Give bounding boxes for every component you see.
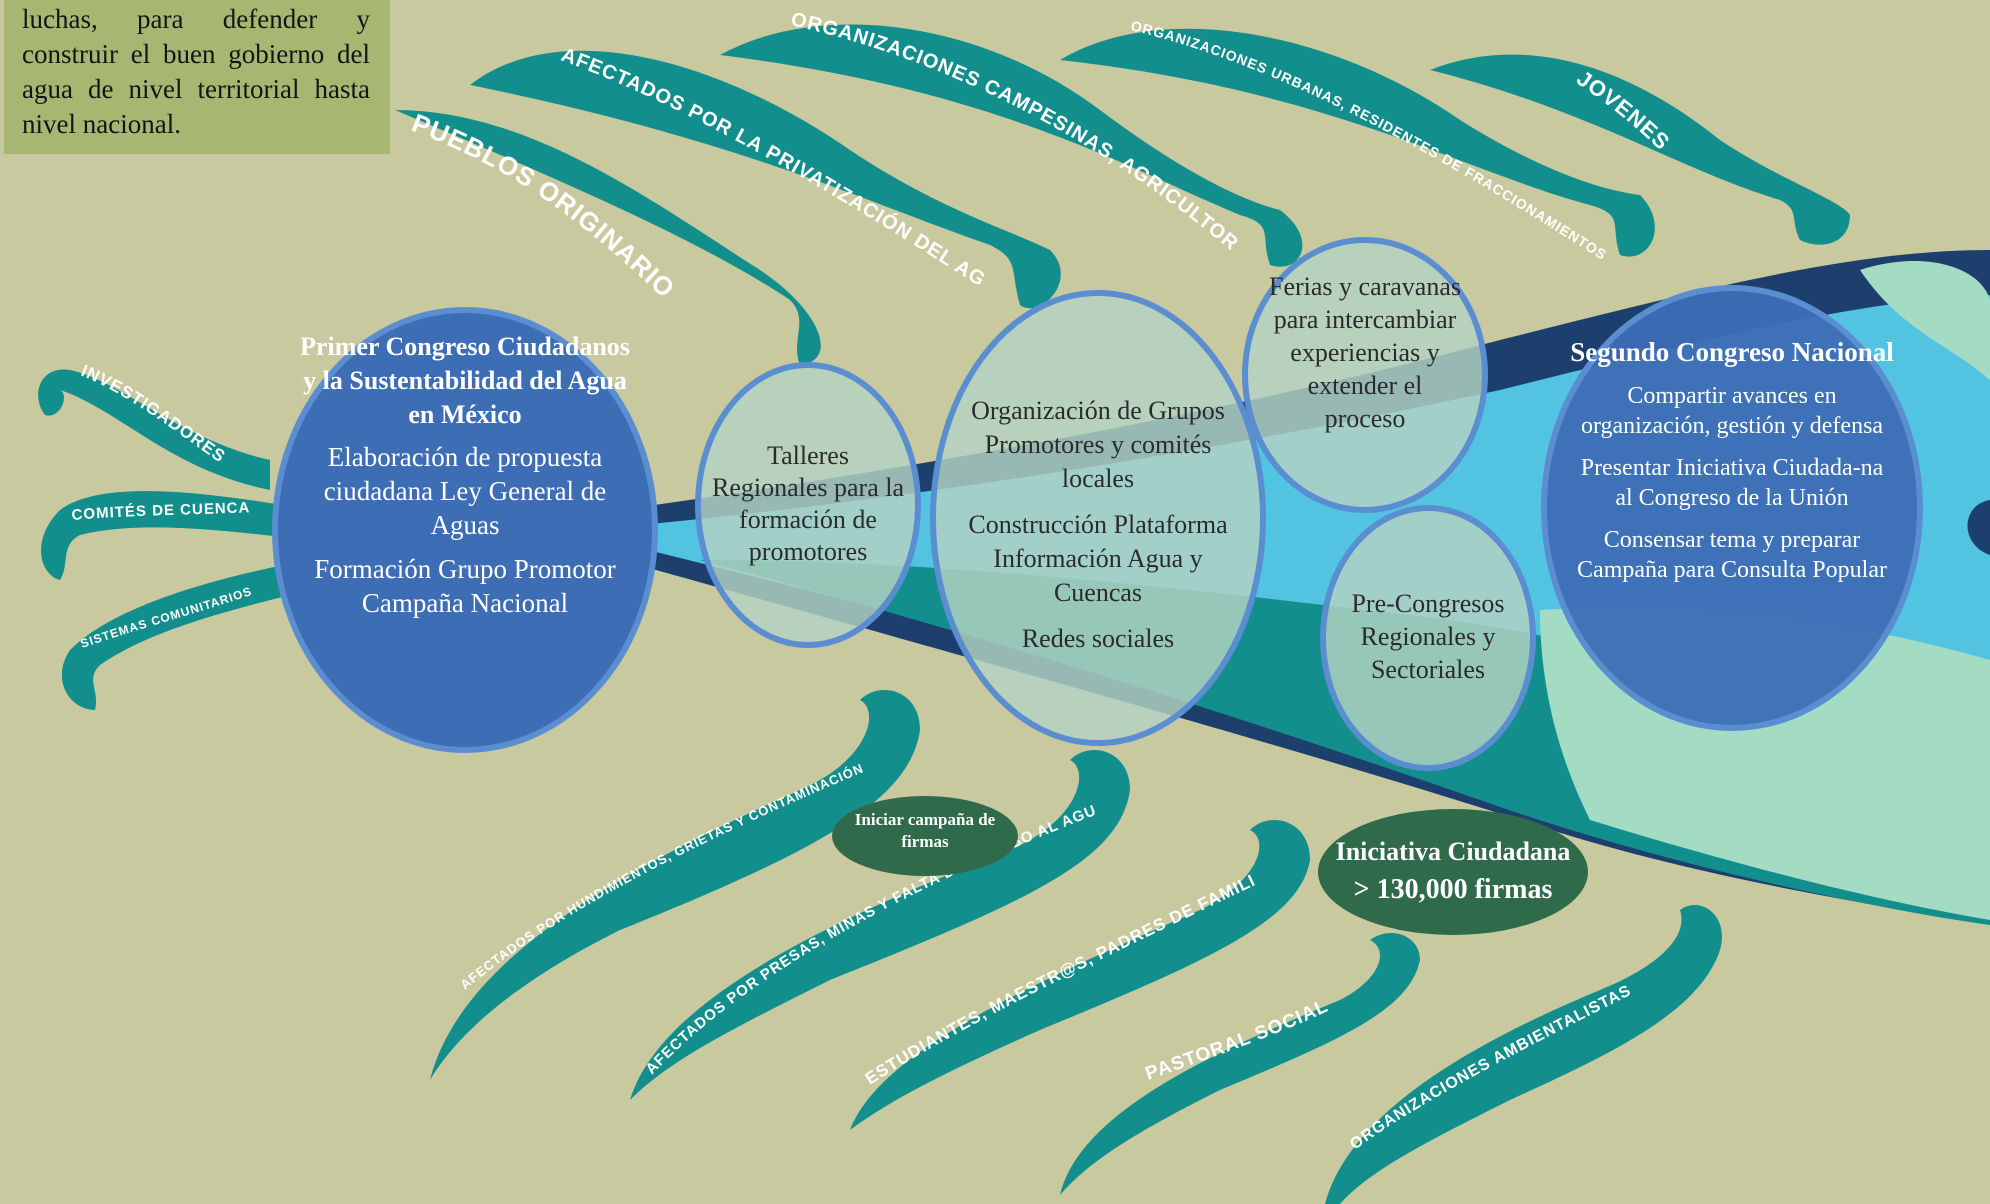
talleres-text: Talleres Regionales para la formación de… [708,440,908,568]
primer-congreso-item-2: Formación Grupo Promotor Campaña Naciona… [314,554,616,618]
talleres-label: Talleres Regionales para la formación de… [711,441,905,566]
swirl-investigadores: INVESTIGADORES [38,361,270,490]
bubble-organizacion [930,290,1266,746]
precongresos-label: Pre-Congresos Regionales y Sectoriales [1351,589,1505,684]
organizacion-item-1: Organización de Grupos Promotores y comi… [971,396,1225,493]
pill-iniciativa [1318,809,1588,935]
organizacion-text: Organización de Grupos Promotores y comi… [948,394,1248,656]
segundo-congreso-item-2: Presentar Iniciativa Ciudada-na al Congr… [1580,455,1884,511]
bubble-talleres [695,362,921,648]
firmas-label: Iniciar campaña de firmas [854,810,996,851]
segundo-congreso-text: Segundo Congreso Nacional Compartir avan… [1570,336,1894,585]
river-mint-top [1860,261,1990,380]
firmas-text: Iniciar campaña de firmas [852,809,998,853]
intro-line-2: construir el buen gobierno del [22,39,370,69]
swirl-label-investigadores: INVESTIGADORES [78,361,228,466]
intro-line-1: luchas, para defender y [22,4,370,34]
ferias-text: Ferias y caravanas para intercambiar exp… [1265,270,1465,435]
svg-text:INVESTIGADORES: INVESTIGADORES [78,361,229,466]
swirl-organizaciones-urbanas: ORGANIZACIONES URBANAS, RESIDENTES DE FR… [1060,17,1655,263]
bubble-primer-congreso [272,307,658,753]
bubble-precongresos [1320,505,1536,771]
segundo-congreso-item-1: Compartir avances en organización, gesti… [1580,383,1884,439]
svg-text:ORGANIZACIONES AMBIENTALISTAS: ORGANIZACIONES AMBIENTALISTAS [1347,982,1634,1153]
swirl-label-ambientalistas: ORGANIZACIONES AMBIENTALISTAS [1347,982,1633,1153]
river-right-curl [1967,500,1990,555]
organizacion-item-3: Redes sociales [1021,624,1175,653]
swirl-label-sistemas: SISTEMAS COMUNITARIOS [79,584,253,651]
intro-text-box: luchas, para defender y construir el bue… [4,0,390,154]
primer-congreso-item-1: Elaboración de propuesta ciudadana Ley G… [323,442,607,540]
organizacion-item-2: Construcción Plataforma Información Agua… [968,510,1228,607]
intro-line-3: agua de nivel territorial hasta [22,74,370,104]
primer-congreso-text: Primer Congreso Ciudadanos y la Sustenta… [300,330,630,620]
segundo-congreso-title: Segundo Congreso Nacional [1570,337,1894,367]
swirl-comites: COMITÉS DE CUENCA [41,491,310,580]
precongresos-text: Pre-Congresos Regionales y Sectoriales [1338,587,1518,686]
svg-text:SISTEMAS COMUNITARIOS: SISTEMAS COMUNITARIOS [79,584,254,651]
primer-congreso-title: Primer Congreso Ciudadanos y la Sustenta… [300,332,630,429]
iniciativa-line-2: > 130,000 firmas [1353,874,1553,905]
segundo-congreso-item-3: Consensar tema y preparar Campaña para C… [1577,527,1887,583]
swirl-sistemas: SISTEMAS COMUNITARIOS [61,560,311,710]
bubble-segundo-congreso [1541,285,1923,731]
pill-firmas [832,796,1018,876]
iniciativa-line-1: Iniciativa Ciudadana [1335,837,1571,866]
bubble-ferias [1242,237,1488,513]
iniciativa-text: Iniciativa Ciudadana > 130,000 firmas [1318,834,1588,910]
ferias-label: Ferias y caravanas para intercambiar exp… [1268,272,1462,433]
intro-line-4: nivel nacional. [22,109,181,139]
